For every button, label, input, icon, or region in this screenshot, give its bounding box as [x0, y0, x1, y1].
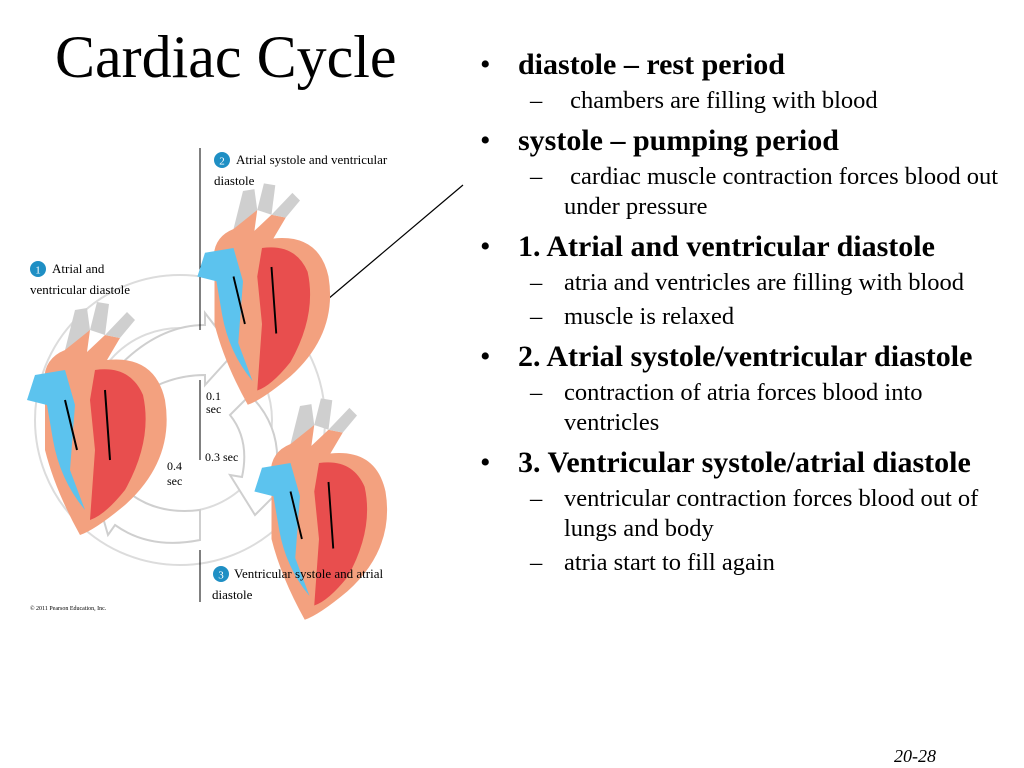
copyright-notice: © 2011 Pearson Education, Inc. — [30, 605, 107, 612]
stage1-line1: Atrial and — [52, 261, 105, 276]
bullet-text: 2. Atrial systole/ventricular diastole — [518, 340, 973, 373]
duration-ventricular-systole: 0.3 sec — [205, 450, 238, 464]
stage3-number: 3 — [218, 570, 224, 582]
sub-bullet-item: –ventricular contraction forces blood ou… — [478, 484, 1013, 544]
duration-diastole-value: 0.4 — [167, 459, 182, 473]
bullet-marker: • — [480, 446, 491, 479]
sub-bullet-marker: – — [530, 379, 543, 406]
cardiac-cycle-diagram: 1 Atrial and ventricular diastole 2 Atri… — [26, 148, 464, 620]
sub-bullet-item: –muscle is relaxed — [478, 302, 1013, 332]
bullet-text: diastole – rest period — [518, 48, 785, 81]
bullet-text: 3. Ventricular systole/atrial diastole — [518, 446, 971, 479]
sub-bullet-text: contraction of atria forces blood into v… — [564, 379, 929, 436]
bullet-marker: • — [480, 48, 491, 81]
bullet-item: • 1. Atrial and ventricular diastole — [478, 229, 1013, 264]
heart-stage1-illustration — [26, 301, 168, 536]
stage1-number: 1 — [35, 265, 41, 277]
bullet-marker: • — [480, 230, 491, 263]
bullet-item: • 2. Atrial systole/ventricular diastole — [478, 339, 1013, 374]
sub-bullet-text: ventricular contraction forces blood out… — [564, 485, 985, 542]
bullet-marker: • — [480, 340, 491, 373]
stage2-line2: diastole — [214, 173, 255, 188]
stage3-label: 3 Ventricular systole and atrial diastol… — [212, 566, 383, 602]
sub-bullet-item: –atria and ventricles are filling with b… — [478, 268, 1013, 298]
sub-bullet-text: muscle is relaxed — [564, 303, 735, 330]
sub-bullet-text: atria start to fill again — [564, 549, 775, 576]
sub-bullet-item: – cardiac muscle contraction forces bloo… — [478, 162, 1013, 222]
bullet-item: • 3. Ventricular systole/atrial diastole — [478, 445, 1013, 480]
sub-bullet-text: cardiac muscle contraction forces blood … — [564, 163, 1005, 220]
slide-title: Cardiac Cycle — [55, 24, 397, 90]
bullet-item: • systole – pumping period — [478, 123, 1013, 158]
bullet-list: • diastole – rest period – chambers are fi… — [478, 40, 1013, 578]
bullet-item: • diastole – rest period — [478, 47, 1013, 82]
duration-atrial-systole-value: 0.1 — [206, 389, 221, 403]
duration-diastole-unit: sec — [167, 474, 182, 488]
stage2-line1: Atrial systole and ventricular — [236, 152, 388, 167]
slide-number: 20-28 — [894, 746, 936, 766]
stage1-line2: ventricular diastole — [30, 282, 130, 297]
sub-bullet-text: chambers are filling with blood — [564, 87, 878, 114]
sub-bullet-marker: – — [530, 87, 543, 114]
duration-atrial-systole-unit: sec — [206, 402, 221, 416]
bullet-text: systole – pumping period — [518, 124, 839, 157]
stage3-line1: Ventricular systole and atrial — [234, 566, 383, 581]
sub-bullet-text: atria and ventricles are filling with bl… — [564, 269, 965, 296]
stage3-line2: diastole — [212, 587, 253, 602]
sub-bullet-item: –atria start to fill again — [478, 548, 1013, 578]
sub-bullet-marker: – — [530, 303, 543, 330]
stage2-label: 2 Atrial systole and ventricular diastol… — [214, 152, 388, 188]
sub-bullet-item: –contraction of atria forces blood into … — [478, 378, 1013, 438]
heart-stage3-illustration — [253, 397, 389, 620]
bullet-text: 1. Atrial and ventricular diastole — [518, 230, 935, 263]
sub-bullet-marker: – — [530, 485, 543, 512]
sub-bullet-marker: – — [530, 549, 543, 576]
sub-bullet-marker: – — [530, 269, 543, 296]
bullet-marker: • — [480, 124, 491, 157]
stage1-label: 1 Atrial and ventricular diastole — [30, 261, 130, 297]
stage2-number: 2 — [219, 156, 225, 168]
sub-bullet-marker: – — [530, 163, 543, 190]
sub-bullet-item: – chambers are filling with blood — [478, 86, 1013, 116]
